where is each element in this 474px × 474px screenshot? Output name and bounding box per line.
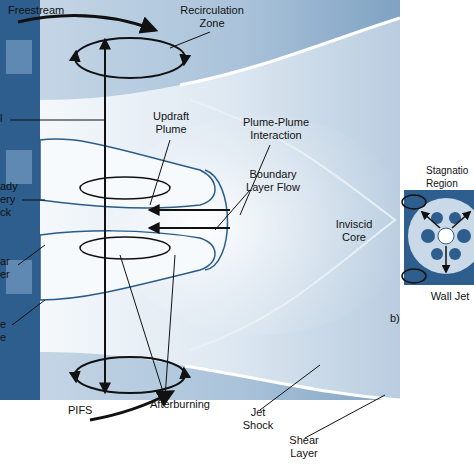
jet-circle (431, 248, 443, 260)
callout-label: Jet Shock (236, 406, 280, 432)
jet-circle (457, 229, 471, 243)
footprint-panel (402, 190, 474, 285)
jet-circle (449, 248, 461, 260)
nozzle-exit (6, 150, 32, 184)
leader-line (120, 255, 165, 398)
callout-label: ar er (0, 255, 18, 281)
nozzle-exit (6, 260, 32, 294)
flow-arrow (150, 209, 230, 211)
callout-label: e e (0, 318, 12, 344)
leader-line (18, 245, 45, 265)
shear-layer (185, 366, 400, 400)
recirculation-loop (75, 357, 185, 393)
leader-line (215, 190, 250, 230)
callout-label: Afterburning (150, 398, 230, 411)
flow-arrow (75, 52, 76, 60)
callout-label: Boundary Layer Flow (238, 168, 308, 194)
wall-jet-arrow (452, 212, 470, 228)
leader-line (260, 365, 320, 410)
leader-line (10, 120, 105, 121)
flow-arrow (75, 373, 76, 381)
updraft-cell (40, 231, 215, 300)
inviscid-core (110, 115, 410, 335)
callout-label: Freestream (8, 4, 88, 17)
freestream-arrow (18, 16, 155, 30)
flow-arrow (184, 56, 185, 64)
jet-circle (421, 229, 435, 243)
callout-label: Stagnatio Region (426, 164, 472, 190)
callout-label: PIFS (68, 404, 108, 417)
stagnation-loop (402, 269, 426, 283)
callout-label: Inviscid Core (328, 218, 380, 244)
callout-label: Shear Layer (282, 434, 326, 460)
callout-label: l (0, 112, 10, 125)
leader-line (150, 140, 170, 205)
callout-label: Updraft Plume (146, 110, 196, 136)
jet-shock (190, 100, 395, 350)
callout-label: ady ery ck (0, 180, 22, 219)
center-jet (438, 228, 454, 244)
leader-line (12, 300, 45, 325)
plume-loop (80, 177, 170, 199)
updraft-cell (40, 139, 215, 208)
wall-jet-arrow (445, 246, 447, 272)
leader-lines (10, 32, 385, 438)
leader-line (305, 395, 385, 438)
leader-line (170, 32, 210, 48)
leader-line (165, 255, 175, 398)
nozzle-exit (6, 40, 32, 74)
leader-line (22, 200, 45, 201)
wall-jet-arrow (422, 212, 440, 228)
stagnation-loop (402, 195, 426, 209)
callout-label: Recirculation Zone (172, 4, 252, 30)
callout-label: b) (390, 312, 410, 325)
plume-loop (80, 237, 170, 259)
pifs-span (104, 40, 106, 392)
recirculation-loop (75, 38, 185, 78)
flow-arrow (184, 369, 185, 377)
callout-label: Wall Jet (428, 290, 472, 303)
callout-label: Plume-Plume Interaction (236, 116, 316, 142)
